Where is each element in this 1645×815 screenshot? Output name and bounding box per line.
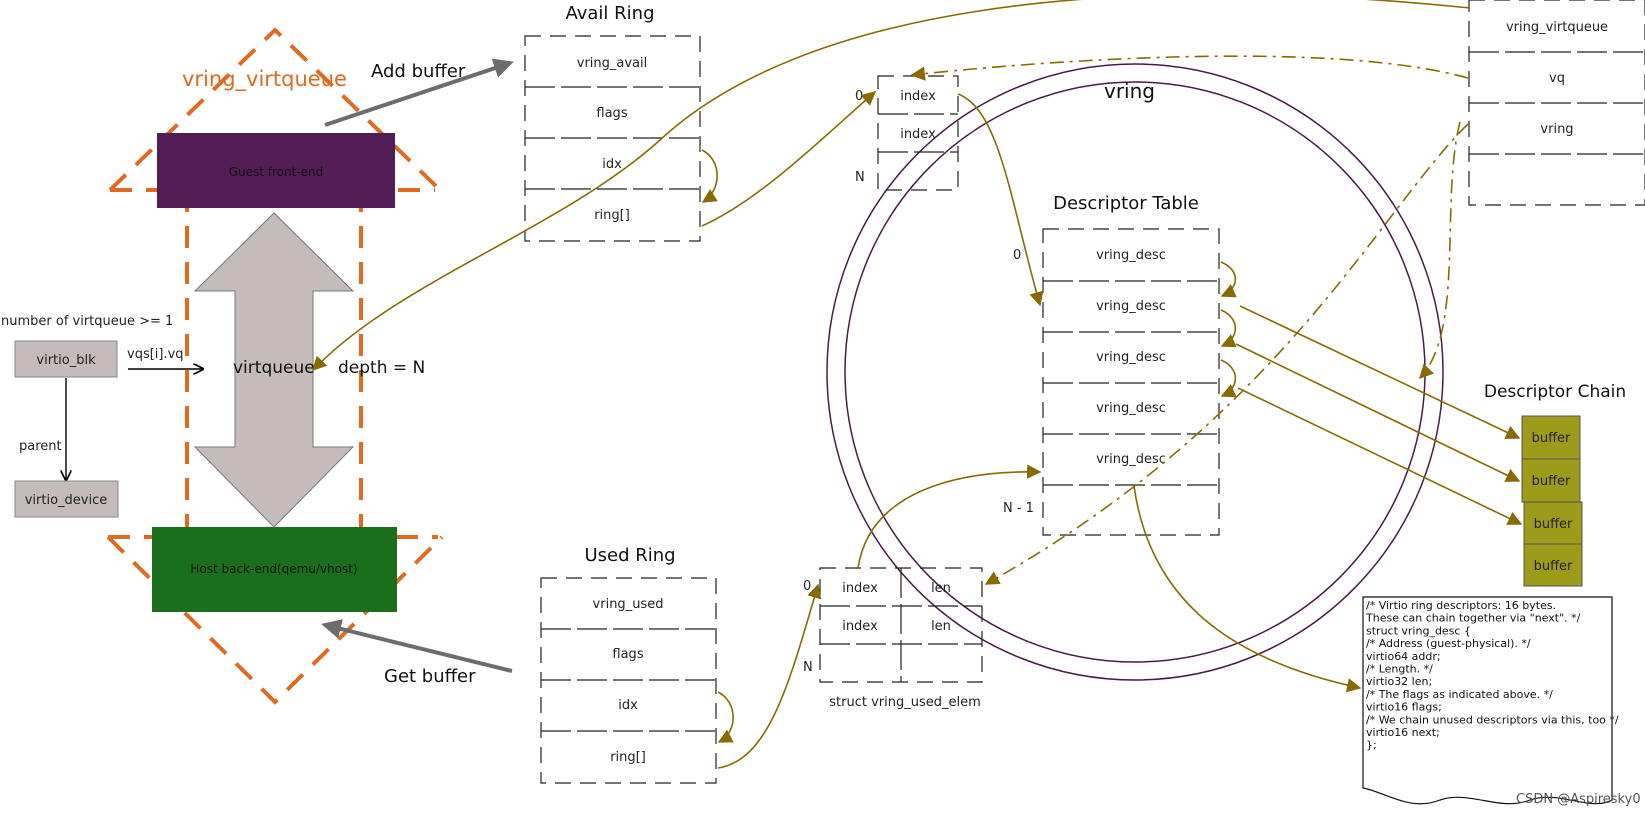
avail-index-cell: index <box>900 127 936 142</box>
used-ring-row: flags <box>612 647 643 662</box>
avail-ring-row: ring[] <box>594 208 630 223</box>
descriptor-row: vring_desc <box>1096 299 1166 314</box>
vring-virtqueue-title: vring_virtqueue <box>182 67 347 92</box>
code-line: /* Virtio ring descriptors: 16 bytes. <box>1366 599 1556 612</box>
used-elem-0-label: 0 <box>803 579 811 594</box>
descriptor-0-label: 0 <box>1013 248 1021 263</box>
vring-circle: vring <box>826 63 1444 681</box>
descriptor-table-title: Descriptor Table <box>1053 193 1199 214</box>
used-ring-row: idx <box>618 698 638 713</box>
descriptor-n-label: N - 1 <box>1003 501 1034 516</box>
descriptor-table: Descriptor Table vring_desc vring_desc v… <box>1003 193 1237 536</box>
code-line: struct vring_desc { <box>1366 624 1471 637</box>
descriptor-row: vring_desc <box>1096 248 1166 263</box>
used-ring-row: ring[] <box>610 750 646 765</box>
avail-index-n-label: N <box>855 170 865 185</box>
used-ring-title: Used Ring <box>584 545 675 566</box>
used-ring-row: vring_used <box>593 597 664 612</box>
get-buffer-label: Get buffer <box>384 666 476 687</box>
host-backend-label: Host back-end(qemu/vhost) <box>190 562 357 576</box>
vring-virtqueue-struct: vring_virtqueue vq vring <box>1468 0 1645 206</box>
avail-index-cell: index <box>900 89 936 104</box>
buffer-block <box>1521 458 1581 503</box>
virtqueue-cluster: vring_virtqueue Guest front-end Host bac… <box>106 27 514 705</box>
host-backend-box <box>152 527 397 612</box>
buffer-label: buffer <box>1534 517 1573 532</box>
watermark: CSDN @Aspiresky0 <box>1516 792 1641 807</box>
vqs-label: vqs[i].vq <box>127 347 184 362</box>
used-elem-caption: struct vring_used_elem <box>829 695 981 710</box>
virtio-blk-box <box>14 340 118 378</box>
num-virtqueue-label: number of virtqueue >= 1 <box>1 314 173 329</box>
code-line: virtio16 next; <box>1366 726 1440 739</box>
code-line: /* Length. */ <box>1366 663 1433 676</box>
code-line: These can chain together via "next". */ <box>1365 612 1581 625</box>
virtqueue-double-arrow <box>193 212 355 528</box>
virtio-blk-label: virtio_blk <box>36 353 96 368</box>
buffer-label: buffer <box>1532 431 1571 446</box>
vring-virtqueue-row: vring_virtqueue <box>1506 20 1608 35</box>
guest-frontend-box <box>157 133 395 208</box>
used-elem-array: index len index len 0 N struct vring_use… <box>803 567 983 710</box>
avail-ring: Avail Ring vring_avail flags idx ring[] <box>524 3 718 242</box>
get-buffer-arrow <box>321 619 513 673</box>
vring-virtqueue-row: vq <box>1549 71 1565 86</box>
descriptor-chain: Descriptor Chain buffer buffer buffer bu… <box>1484 382 1626 587</box>
used-elem-cell: index <box>842 619 878 634</box>
code-line: virtio16 flags; <box>1366 701 1442 714</box>
guest-frontend-label: Guest front-end <box>229 165 324 179</box>
descriptor-row: vring_desc <box>1096 452 1166 467</box>
avail-index-0-label: 0 <box>855 89 863 104</box>
buffer-block <box>1523 543 1583 587</box>
virtio-device-box <box>14 480 119 518</box>
virtio-device-label: virtio_device <box>25 493 108 508</box>
buffer-label: buffer <box>1532 474 1571 489</box>
descriptor-row: vring_desc <box>1096 350 1166 365</box>
buffer-label: buffer <box>1534 559 1573 574</box>
descriptor-chain-title: Descriptor Chain <box>1484 382 1626 402</box>
vring-desc-code-note: /* Virtio ring descriptors: 16 bytes. Th… <box>1362 596 1619 805</box>
used-elem-cell: index <box>842 581 878 596</box>
vring-virtqueue-row: vring <box>1540 122 1573 137</box>
virtio-device-group: number of virtqueue >= 1 virtio_blk vqs[… <box>1 314 203 518</box>
code-line: /* Address (guest-physical). */ <box>1366 637 1531 650</box>
code-line: virtio32 len; <box>1366 675 1432 688</box>
code-line: virtio64 addr; <box>1366 650 1441 663</box>
add-buffer-label: Add buffer <box>371 61 466 82</box>
code-line: /* The flags as indicated above. */ <box>1366 688 1553 701</box>
add-buffer-arrow <box>324 58 514 127</box>
buffer-block <box>1523 501 1583 545</box>
code-line: /* We chain unused descriptors via this,… <box>1366 713 1619 726</box>
depth-label: depth = N <box>338 358 425 378</box>
used-elem-cell: len <box>931 619 951 634</box>
avail-ring-row: idx <box>602 157 622 172</box>
parent-label: parent <box>19 439 62 454</box>
used-elem-n-label: N <box>803 660 813 675</box>
avail-ring-row: flags <box>596 106 627 121</box>
descriptor-row: vring_desc <box>1096 401 1166 416</box>
used-elem-cell: len <box>931 581 951 596</box>
code-line: }; <box>1366 739 1377 752</box>
avail-index-array: index index 0 N <box>855 75 959 191</box>
connector-arrows <box>311 0 1523 769</box>
buffer-block <box>1521 415 1581 460</box>
vring-label: vring <box>1104 79 1155 103</box>
avail-ring-title: Avail Ring <box>565 3 654 24</box>
used-ring: Used Ring vring_used flags idx ring[] <box>540 545 734 784</box>
virtqueue-label: virtqueue <box>233 358 315 378</box>
avail-ring-row: vring_avail <box>577 56 648 71</box>
